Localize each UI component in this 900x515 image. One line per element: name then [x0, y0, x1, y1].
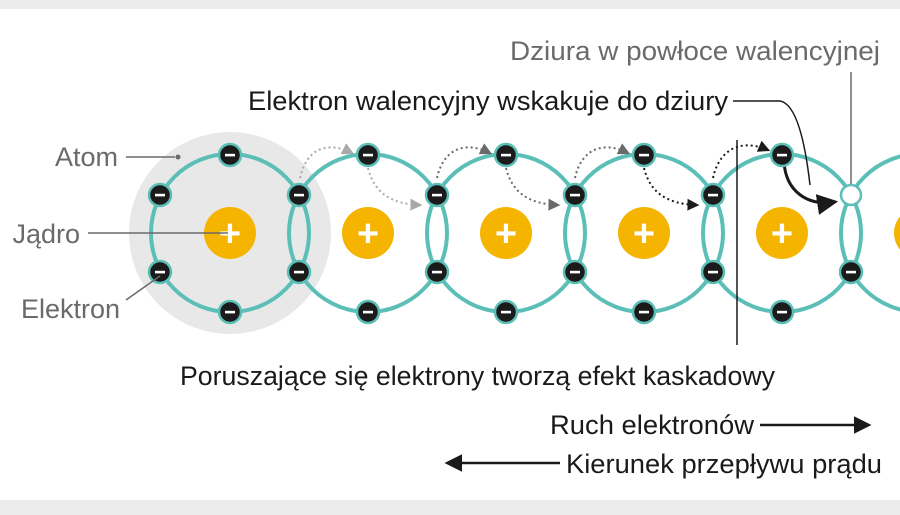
electron: [562, 259, 588, 285]
electron: [355, 299, 381, 325]
cascade-arrow: [712, 140, 771, 179]
nucleus: [204, 207, 256, 259]
atoms: + + + + +: [149, 152, 900, 314]
electron: [424, 182, 450, 208]
electron-flow-label: Ruch elektronów: [550, 410, 755, 440]
cascade-arrows-light: [299, 143, 423, 211]
cascade-arrow: [505, 167, 561, 211]
cascade-arrows-mid: [436, 143, 631, 211]
atom: +: [563, 152, 725, 314]
electron: [147, 259, 173, 285]
nucleus: [480, 207, 532, 259]
valence-jump-arrow: [782, 161, 839, 215]
cascade-arrow: [367, 167, 423, 211]
cascade-arrow: [574, 143, 631, 179]
top-band: [0, 0, 900, 9]
atom-label: Atom: [55, 142, 118, 172]
nucleus: [342, 207, 394, 259]
electron: [769, 299, 795, 325]
cascade-arrow: [643, 167, 700, 211]
valence-jump-label: Elektron walencyjny wskakuje do dziury: [248, 86, 729, 116]
electron: [493, 142, 519, 168]
current-flow-label: Kierunek przepływu prądu: [566, 449, 882, 479]
nucleus-label: Jądro: [12, 219, 80, 249]
plus-sign: +: [357, 213, 379, 255]
electron: [631, 142, 657, 168]
plus-sign: +: [495, 213, 517, 255]
atom: +: [425, 152, 587, 314]
electron: [217, 299, 243, 325]
nucleus: [894, 216, 900, 250]
atom: +: [287, 152, 449, 314]
nucleus: [618, 207, 670, 259]
electron: [769, 142, 795, 168]
cascade-label: Poruszające się elektrony tworzą efekt k…: [180, 361, 775, 391]
electron: [562, 182, 588, 208]
electron: [700, 182, 726, 208]
electron: [424, 259, 450, 285]
electron: [286, 259, 312, 285]
atom: [839, 154, 900, 312]
electron: [838, 259, 864, 285]
electron: [631, 299, 657, 325]
electron: [700, 259, 726, 285]
cascade-arrows-dark: [643, 140, 771, 211]
plus-sign: +: [633, 213, 655, 255]
plus-sign: +: [771, 213, 793, 255]
atom: +: [701, 152, 863, 314]
atom-leader-dot: [175, 154, 181, 160]
valence-hole: [839, 183, 863, 207]
electron: [217, 142, 243, 168]
electron: [147, 182, 173, 208]
valence-jump-leader: [733, 100, 811, 186]
plus-sign: +: [219, 213, 241, 255]
electron-label: Elektron: [21, 294, 120, 324]
hole-label: Dziura w powłoce walencyjnej: [510, 36, 880, 66]
electron-leader-line: [125, 275, 161, 301]
electron: [493, 299, 519, 325]
electron: [286, 182, 312, 208]
cascade-arrow: [299, 143, 355, 179]
cascade-arrow: [436, 143, 493, 179]
orbit: [839, 154, 900, 312]
bottom-band: [0, 500, 900, 515]
electron: [355, 142, 381, 168]
nucleus: [756, 207, 808, 259]
electrons: [147, 142, 864, 325]
